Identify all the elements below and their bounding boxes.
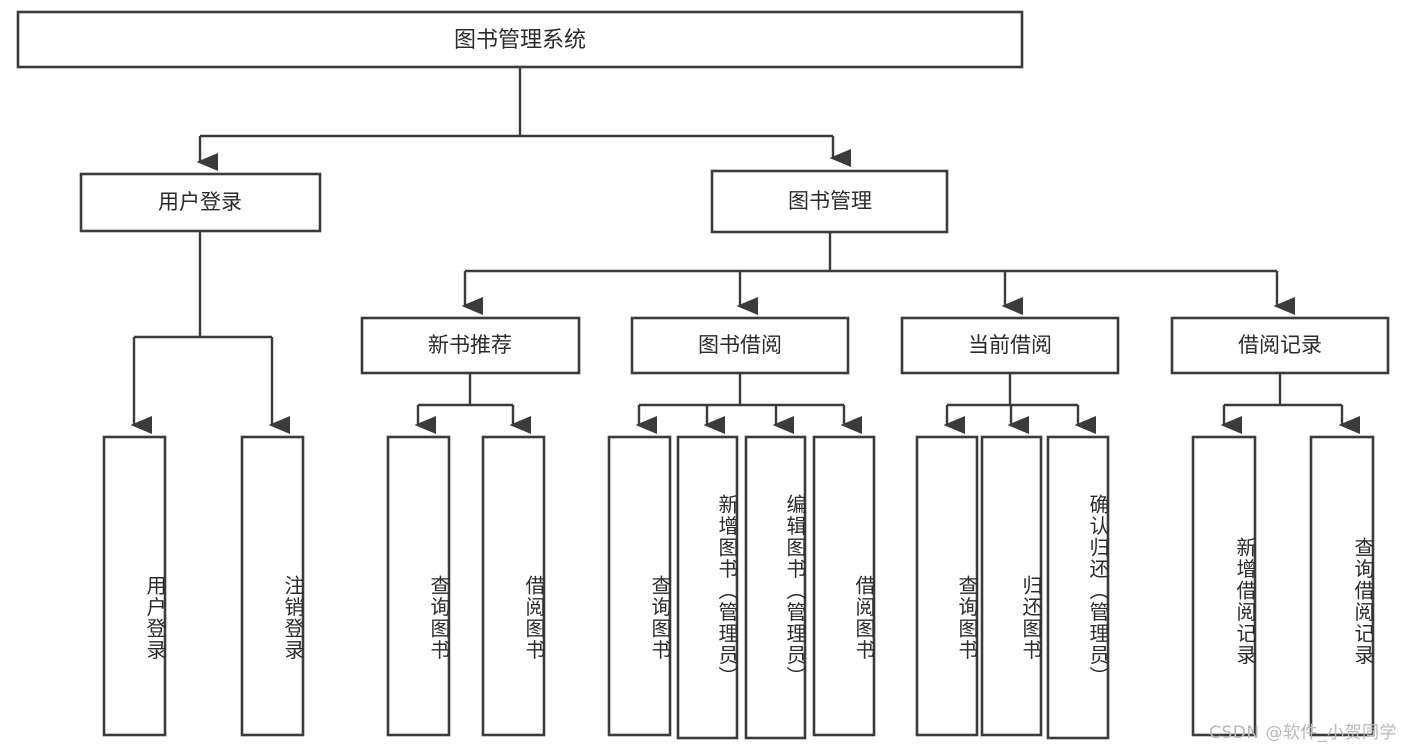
- node-book-manage-label: 图书管理: [788, 189, 872, 213]
- connector-borrow-record-to-leaves: [1220, 373, 1360, 434]
- leaf-box-current-borrow-2[interactable]: [1046, 435, 1110, 740]
- node-book-borrow-label: 图书借阅: [698, 333, 782, 357]
- leaf-box-current-borrow-1[interactable]: [980, 435, 1043, 737]
- node-book-manage[interactable]: 图书管理: [710, 169, 949, 234]
- node-current-borrow[interactable]: 当前借阅: [900, 316, 1120, 375]
- node-new-book-recommend-label: 新书推荐: [428, 333, 512, 357]
- leaf-box-book-borrow-0[interactable]: [607, 435, 672, 737]
- connector-root-to-level2: [196, 67, 851, 171]
- node-user-login[interactable]: 用户登录: [79, 172, 322, 233]
- leaf-box-borrow-record-0[interactable]: [1191, 435, 1257, 737]
- leaf-box-user-login-1[interactable]: [240, 435, 305, 737]
- connector-book-manage-to-level3: [461, 232, 1295, 315]
- leaf-box-book-borrow-2[interactable]: [744, 435, 807, 740]
- connector-new-book-to-leaves: [414, 373, 531, 434]
- connector-current-borrow-to-leaves: [943, 373, 1096, 434]
- node-borrow-record-label: 借阅记录: [1238, 333, 1322, 357]
- leaf-box-current-borrow-0[interactable]: [915, 435, 979, 737]
- node-user-login-label: 用户登录: [158, 190, 242, 214]
- leaf-rects: [102, 435, 1375, 740]
- node-root[interactable]: 图书管理系统: [16, 10, 1024, 69]
- leaf-box-book-borrow-3[interactable]: [812, 435, 876, 737]
- leaf-box-new-book-0[interactable]: [386, 435, 451, 737]
- node-current-borrow-label: 当前借阅: [968, 333, 1052, 357]
- node-new-book-recommend[interactable]: 新书推荐: [360, 316, 581, 375]
- connector-book-borrow-to-leaves: [635, 373, 862, 434]
- csdn-watermark: CSDN @软件_小贺同学: [1209, 723, 1397, 743]
- node-book-borrow[interactable]: 图书借阅: [630, 316, 850, 375]
- leaf-box-borrow-record-1[interactable]: [1309, 435, 1375, 737]
- leaf-box-new-book-1[interactable]: [481, 435, 546, 737]
- connector-user-login-to-leaves: [130, 231, 290, 434]
- leaf-box-book-borrow-1[interactable]: [676, 435, 739, 740]
- node-root-label: 图书管理系统: [454, 28, 586, 53]
- leaf-box-user-login-0[interactable]: [102, 435, 167, 737]
- node-borrow-record[interactable]: 借阅记录: [1170, 316, 1390, 375]
